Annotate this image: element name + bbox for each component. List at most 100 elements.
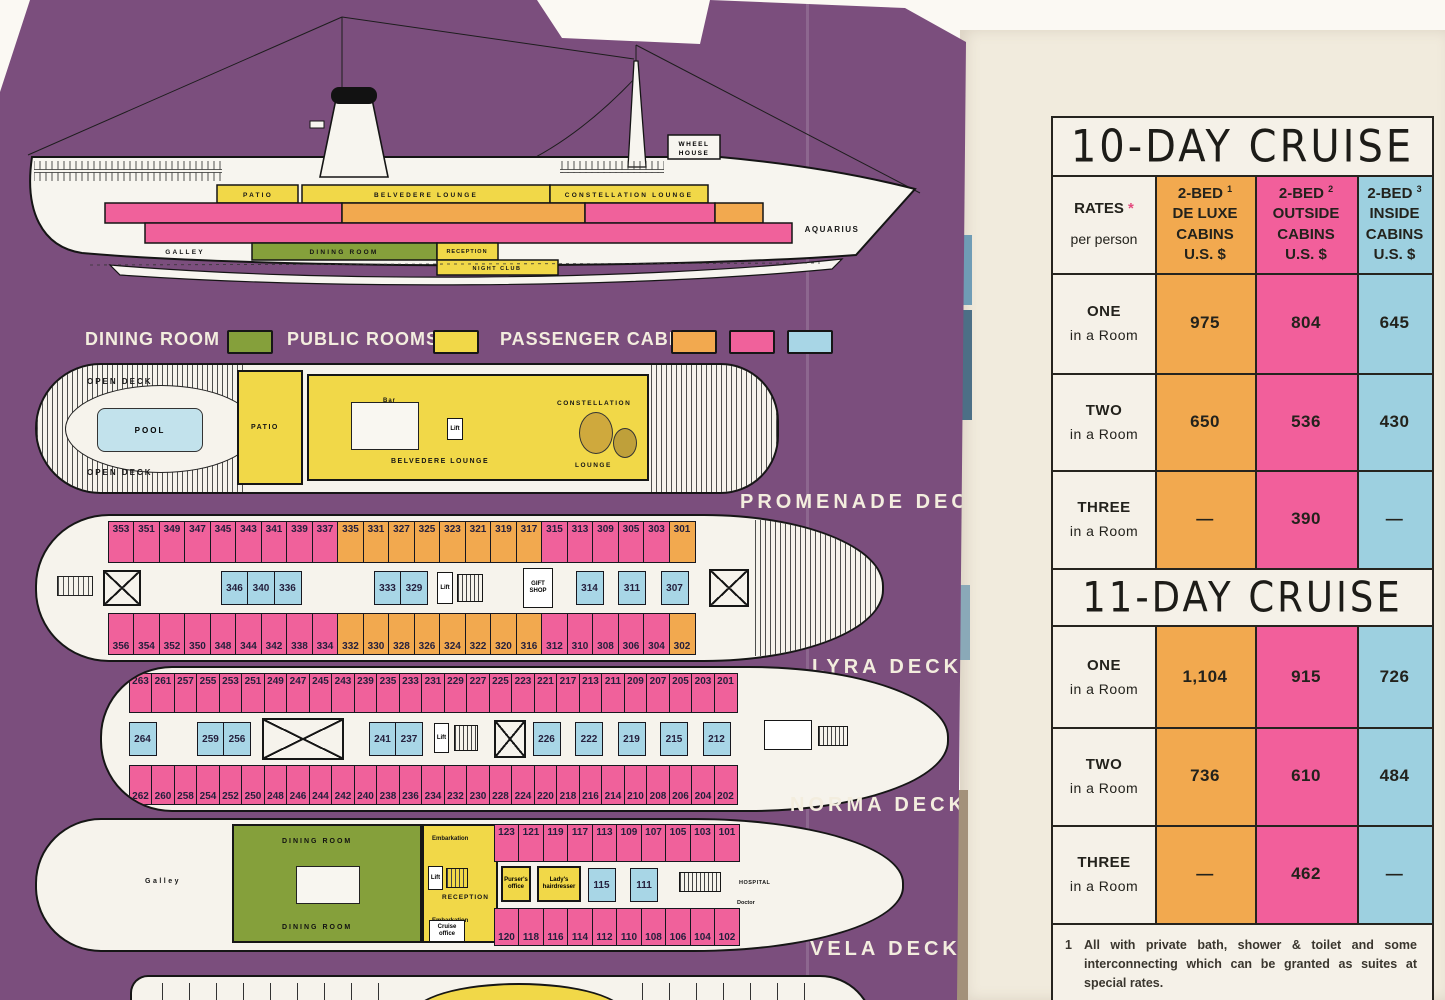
cabin-109: 109 <box>616 824 642 862</box>
grid-line <box>1053 373 1432 375</box>
footnote-1: 1 All with private bath, shower & toilet… <box>1065 938 1417 990</box>
rate-value: — <box>1196 509 1214 528</box>
cabin-341: 341 <box>260 521 288 563</box>
cabin-105: 105 <box>665 824 691 862</box>
cabin-252: 252 <box>218 765 243 805</box>
cabin-232: 232 <box>443 765 468 805</box>
cabin-312: 312 <box>541 613 568 655</box>
cabin-304: 304 <box>643 613 670 655</box>
cabin-251: 251 <box>241 673 265 713</box>
cabin-257: 257 <box>173 673 198 713</box>
cabin-333: 333 <box>373 571 402 605</box>
boat-deck-railing <box>560 161 664 173</box>
lounge-shape <box>412 983 626 1000</box>
ship-constellation-label: CONSTELLATION LOUNGE <box>565 192 693 199</box>
cabin-band <box>104 202 343 224</box>
cabin-partitions <box>162 983 392 1000</box>
legend-dining-swatch <box>227 330 273 354</box>
cabin-344: 344 <box>235 613 262 655</box>
cabin-215: 215 <box>660 722 688 756</box>
grid-line <box>1255 627 1257 923</box>
stern-railing <box>34 161 222 181</box>
grid-line <box>1155 627 1157 923</box>
open-deck-label: OPEN DECK <box>87 468 153 477</box>
cabin-band <box>341 202 586 224</box>
cabin-340: 340 <box>247 571 275 605</box>
gift-shop: GIFT SHOP <box>523 568 553 608</box>
cabin-201: 201 <box>713 673 738 713</box>
col-header-inside: 2-BED 3 INSIDE CABINS U.S. $ <box>1365 184 1424 263</box>
wheel-house-label: HOUSE <box>679 150 710 157</box>
cabin-219: 219 <box>617 722 646 756</box>
cabin-343: 343 <box>235 521 262 563</box>
cabin-242: 242 <box>331 765 355 805</box>
cabin-248: 248 <box>263 765 288 805</box>
embarkation-label: Embarkation <box>432 836 469 842</box>
rate-value: 726 <box>1379 667 1410 686</box>
cabin-324: 324 <box>439 613 466 655</box>
col-header-deluxe: 2-BED 1 DE LUXE CABINS U.S. $ <box>1172 184 1238 263</box>
constellation-lounge-label2: LOUNGE <box>575 462 612 469</box>
cabin-244: 244 <box>308 765 333 805</box>
funnel <box>319 98 389 178</box>
norma-mid-cabins: 264 <box>128 722 157 756</box>
cabin-330: 330 <box>362 613 390 655</box>
ship-reception-label: RECEPTION <box>446 249 487 255</box>
rate-value: 462 <box>1291 864 1321 883</box>
cabin-308: 308 <box>592 613 619 655</box>
table-title-11day: 11-DAY CRUISE <box>1053 568 1432 627</box>
cabin-209: 209 <box>623 673 648 713</box>
grid-line <box>1053 923 1432 925</box>
cabin-241: 241 <box>368 722 397 756</box>
cabin-208: 208 <box>646 765 670 805</box>
cabin-220: 220 <box>533 765 558 805</box>
lift: Lift <box>428 866 443 890</box>
cabin-327: 327 <box>388 521 415 563</box>
cabin-311: 311 <box>618 571 646 605</box>
lyra-deck-title: LYRA DECK <box>812 656 963 678</box>
legend-public-label: PUBLIC ROOMS <box>287 329 440 349</box>
cabin-345: 345 <box>209 521 237 563</box>
cabin-104: 104 <box>689 908 716 946</box>
rate-value: — <box>1385 864 1404 883</box>
rate-value: 915 <box>1291 667 1321 686</box>
cabin-334: 334 <box>311 613 339 655</box>
cabin-301: 301 <box>668 521 696 563</box>
cabin-321: 321 <box>464 521 492 563</box>
ship-patio-label: PATIO <box>243 192 273 199</box>
funnel-cap <box>331 87 377 104</box>
legend-public-swatch <box>433 330 479 354</box>
cabin-316: 316 <box>515 613 543 655</box>
bar-label: Bar <box>383 398 397 404</box>
cabin-258: 258 <box>173 765 198 805</box>
cabin-313: 313 <box>566 521 594 563</box>
belvedere-lounge-label: BELVEDERE LOUNGE <box>391 458 490 465</box>
legend-dining-label: DINING ROOM <box>85 329 220 349</box>
cabin-331: 331 <box>362 521 390 563</box>
rates-table: 10-DAY CRUISE RATES * per person 2-BED 1… <box>1051 116 1434 1000</box>
grid-line <box>1255 175 1257 568</box>
grid-line <box>1053 470 1432 472</box>
cabin-263: 263 <box>128 673 153 713</box>
cabin-315: 315 <box>541 521 568 563</box>
cabin-264: 264 <box>128 722 157 756</box>
cabin-303: 303 <box>643 521 670 563</box>
main-mast <box>627 60 647 168</box>
cabin-245: 245 <box>308 673 333 713</box>
cabin-339: 339 <box>286 521 313 563</box>
inner-room <box>351 402 419 450</box>
cabin-207: 207 <box>646 673 670 713</box>
round-lounge-feature <box>579 412 613 454</box>
wheel-house <box>667 134 721 160</box>
cabin-240: 240 <box>353 765 378 805</box>
cabin-261: 261 <box>151 673 175 713</box>
cabin-106: 106 <box>665 908 691 946</box>
rate-value: — <box>1196 864 1214 883</box>
